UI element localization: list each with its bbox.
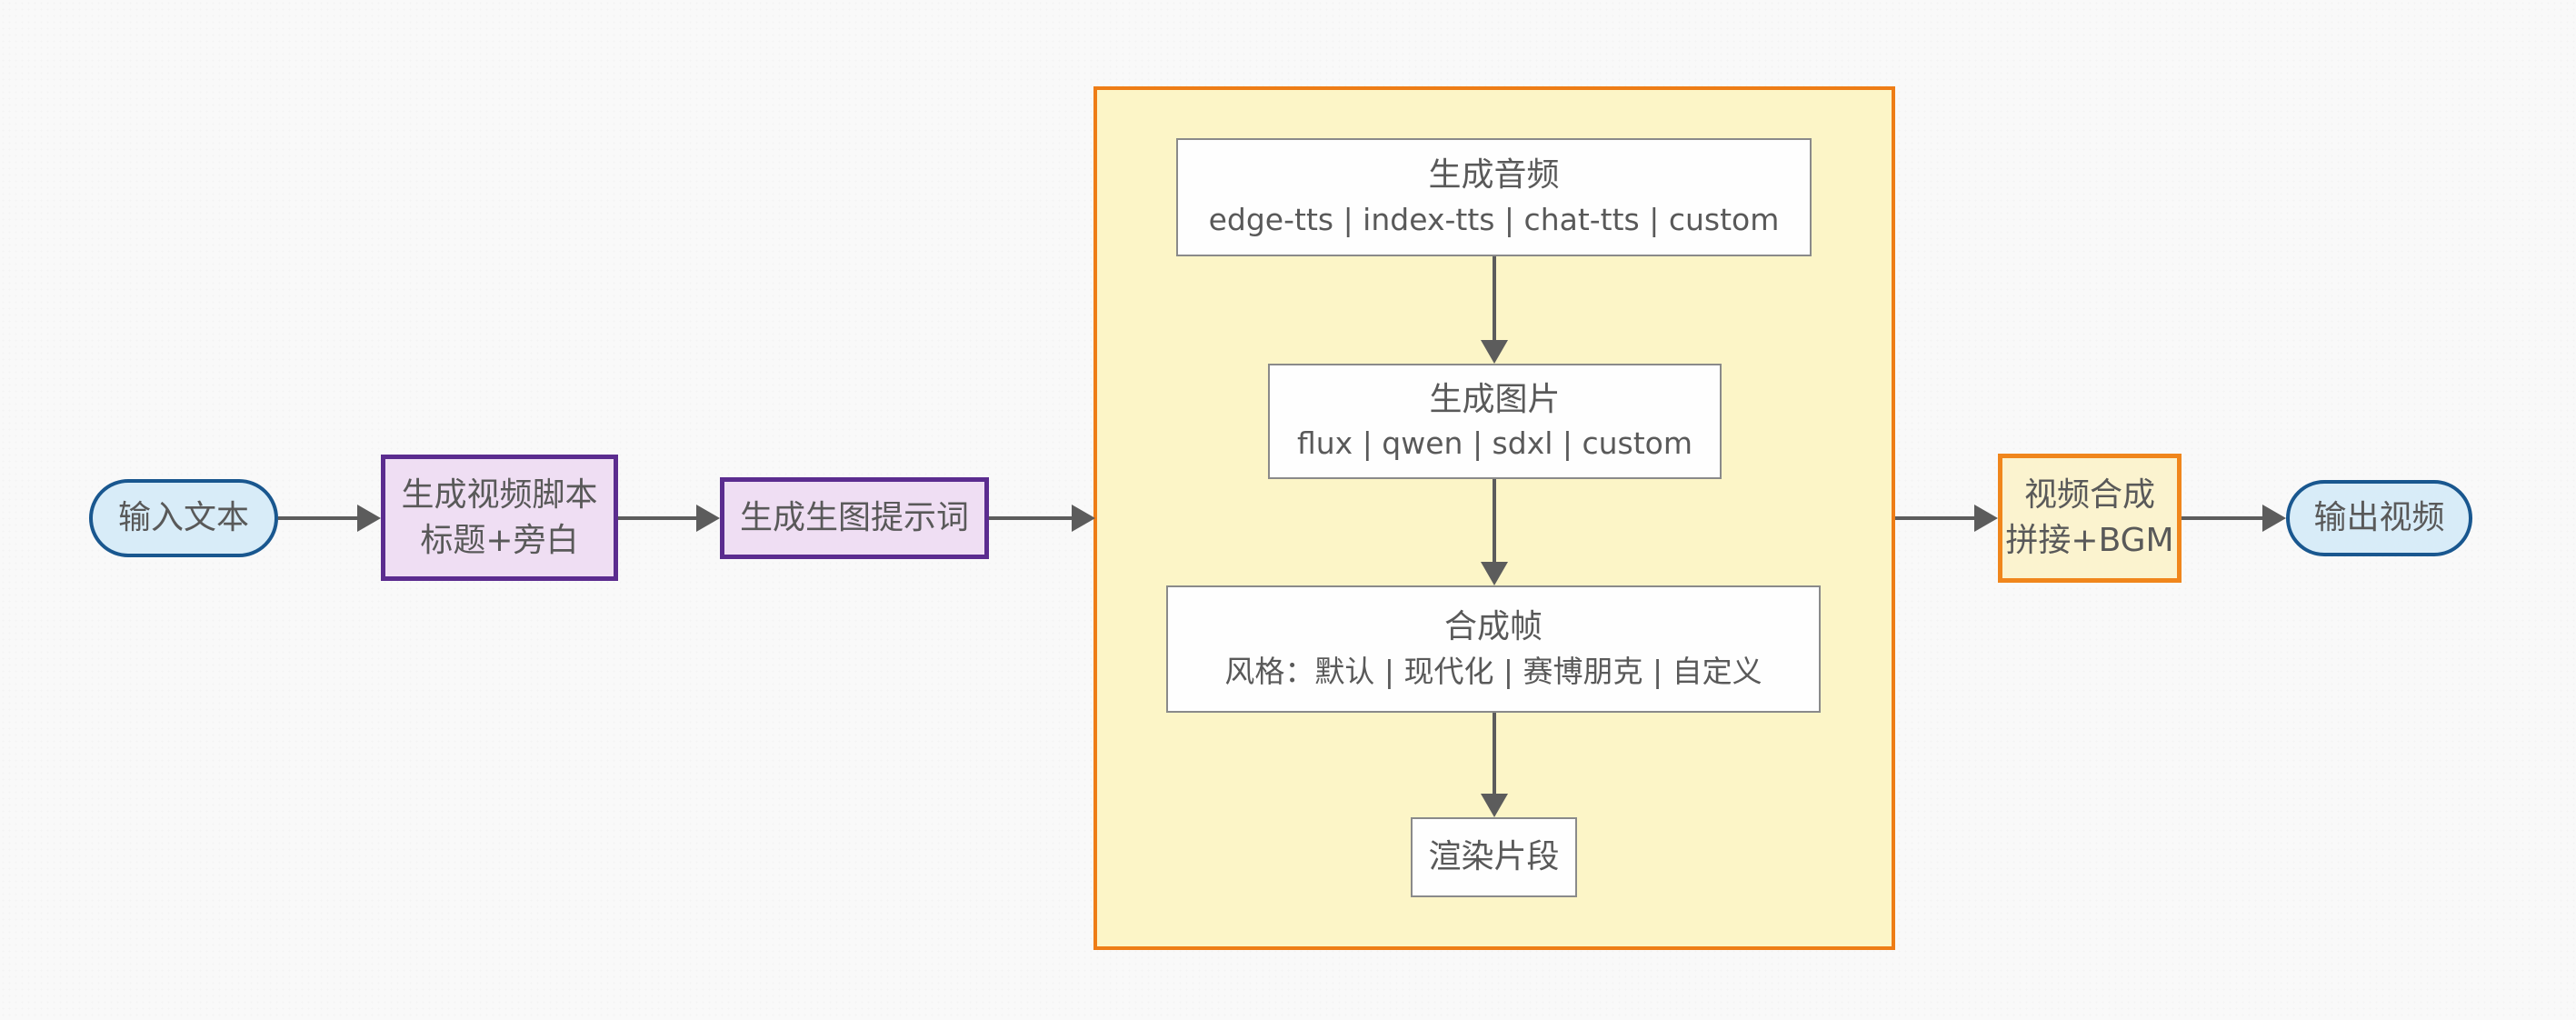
arrow-image-to-frame — [1481, 479, 1508, 585]
node-compose-frame: 合成帧 风格：默认 | 现代化 | 赛博朋克 | 自定义 — [1166, 585, 1821, 713]
node-input-text: 输入文本 — [89, 479, 278, 557]
node-output-video: 输出视频 — [2286, 480, 2472, 556]
arrow-line — [2182, 516, 2265, 520]
arrow-compose-to-output — [2182, 505, 2286, 532]
node-generate-script-title: 生成视频脚本 — [401, 475, 598, 514]
node-render-clip: 渲染片段 — [1411, 817, 1577, 897]
arrowhead-right-icon — [357, 505, 381, 532]
node-generate-script: 生成视频脚本 标题+旁白 — [381, 455, 618, 581]
arrowhead-right-icon — [1974, 505, 1998, 532]
arrowhead-right-icon — [1072, 505, 1095, 532]
node-generate-audio-subtitle: edge-tts | index-tts | chat-tts | custom — [1208, 201, 1780, 237]
node-input-text-label: 输入文本 — [117, 499, 249, 537]
arrow-line — [618, 516, 699, 520]
node-render-clip-label: 渲染片段 — [1428, 838, 1560, 876]
node-video-compose-subtitle: 拼接+BGM — [2005, 522, 2174, 559]
arrow-prompt-to-group — [989, 505, 1095, 532]
node-compose-frame-subtitle: 风格：默认 | 现代化 | 赛博朋克 | 自定义 — [1224, 653, 1762, 689]
arrowhead-down-icon — [1481, 562, 1508, 585]
node-generate-image-prompt-label: 生成生图提示词 — [739, 499, 969, 537]
node-generate-image-subtitle: flux | qwen | sdxl | custom — [1296, 425, 1693, 462]
arrowhead-down-icon — [1481, 794, 1508, 817]
arrow-audio-to-image — [1481, 256, 1508, 364]
node-generate-image: 生成图片 flux | qwen | sdxl | custom — [1268, 364, 1722, 479]
arrow-line — [1493, 256, 1496, 343]
arrowhead-down-icon — [1481, 340, 1508, 364]
arrow-line — [1493, 713, 1496, 796]
node-generate-image-prompt: 生成生图提示词 — [720, 477, 989, 559]
arrow-line — [278, 516, 360, 520]
node-generate-image-title: 生成图片 — [1429, 380, 1561, 418]
arrowhead-right-icon — [2262, 505, 2286, 532]
node-video-compose: 视频合成 拼接+BGM — [1998, 454, 2182, 583]
node-compose-frame-title: 合成帧 — [1443, 608, 1543, 646]
arrow-line — [989, 516, 1074, 520]
node-generate-script-subtitle: 标题+旁白 — [420, 521, 579, 559]
node-generate-audio: 生成音频 edge-tts | index-tts | chat-tts | c… — [1176, 138, 1812, 256]
arrow-frame-to-render — [1481, 713, 1508, 817]
arrowhead-right-icon — [696, 505, 720, 532]
arrow-input-to-script — [278, 505, 381, 532]
arrow-script-to-prompt — [618, 505, 720, 532]
node-output-video-label: 输出视频 — [2313, 499, 2445, 537]
node-generate-audio-title: 生成音频 — [1428, 156, 1560, 195]
node-video-compose-title: 视频合成 — [2023, 476, 2155, 515]
arrow-line — [1493, 479, 1496, 565]
arrow-line — [1895, 516, 1977, 520]
arrow-group-to-compose — [1895, 505, 1998, 532]
